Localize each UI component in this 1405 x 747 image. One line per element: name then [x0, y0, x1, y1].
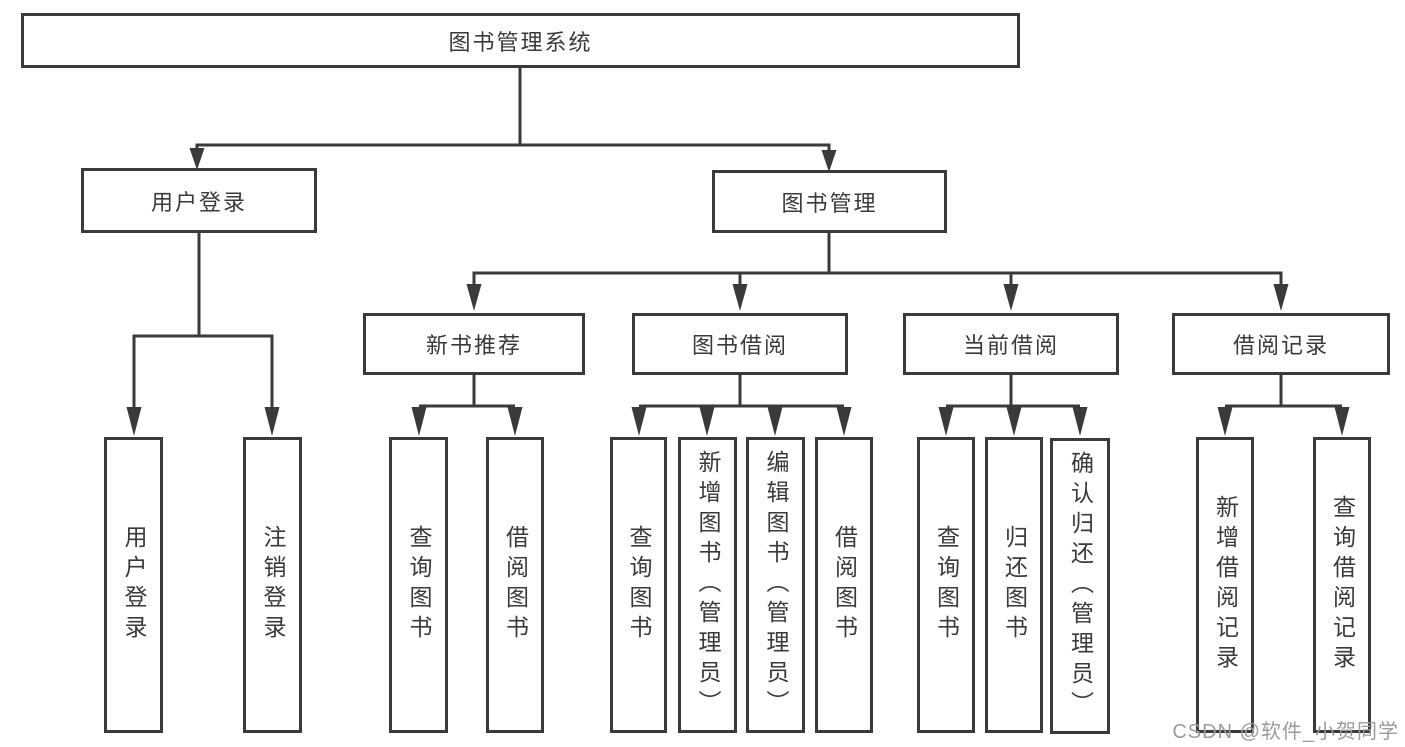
leaf-newbooks-borrow-books: 借阅图书: [486, 437, 544, 733]
watermark: CSDN @软件_小贺同学: [1172, 721, 1399, 743]
leaf-current-query-books: 查询图书: [917, 437, 975, 733]
leaf-records-query-record: 查询借阅记录: [1313, 437, 1371, 733]
leaf-logout: 注销登录: [243, 437, 302, 733]
leaf-current-confirm-return-admin: 确认归还（管理员）: [1050, 438, 1110, 734]
node-book-management: 图书管理: [712, 170, 947, 233]
leaf-records-add-record: 新增借阅记录: [1196, 437, 1254, 733]
leaf-user-login: 用户登录: [104, 437, 163, 733]
leaf-borrow-borrow-books: 借阅图书: [815, 437, 873, 733]
node-user-login: 用户登录: [81, 168, 317, 233]
node-library-management-system: 图书管理系统: [21, 13, 1020, 68]
leaf-borrow-query-books: 查询图书: [610, 437, 667, 733]
leaf-current-return-books: 归还图书: [985, 437, 1043, 733]
leaf-newbooks-query-books: 查询图书: [389, 437, 448, 733]
node-current-borrowing: 当前借阅: [903, 313, 1119, 375]
leaf-borrow-add-book-admin: 新增图书（管理员）: [678, 437, 737, 733]
node-new-book-recommendation: 新书推荐: [363, 313, 585, 375]
node-book-borrowing: 图书借阅: [632, 313, 848, 375]
node-borrowing-records: 借阅记录: [1172, 313, 1390, 375]
leaf-borrow-edit-book-admin: 编辑图书（管理员）: [746, 437, 805, 733]
